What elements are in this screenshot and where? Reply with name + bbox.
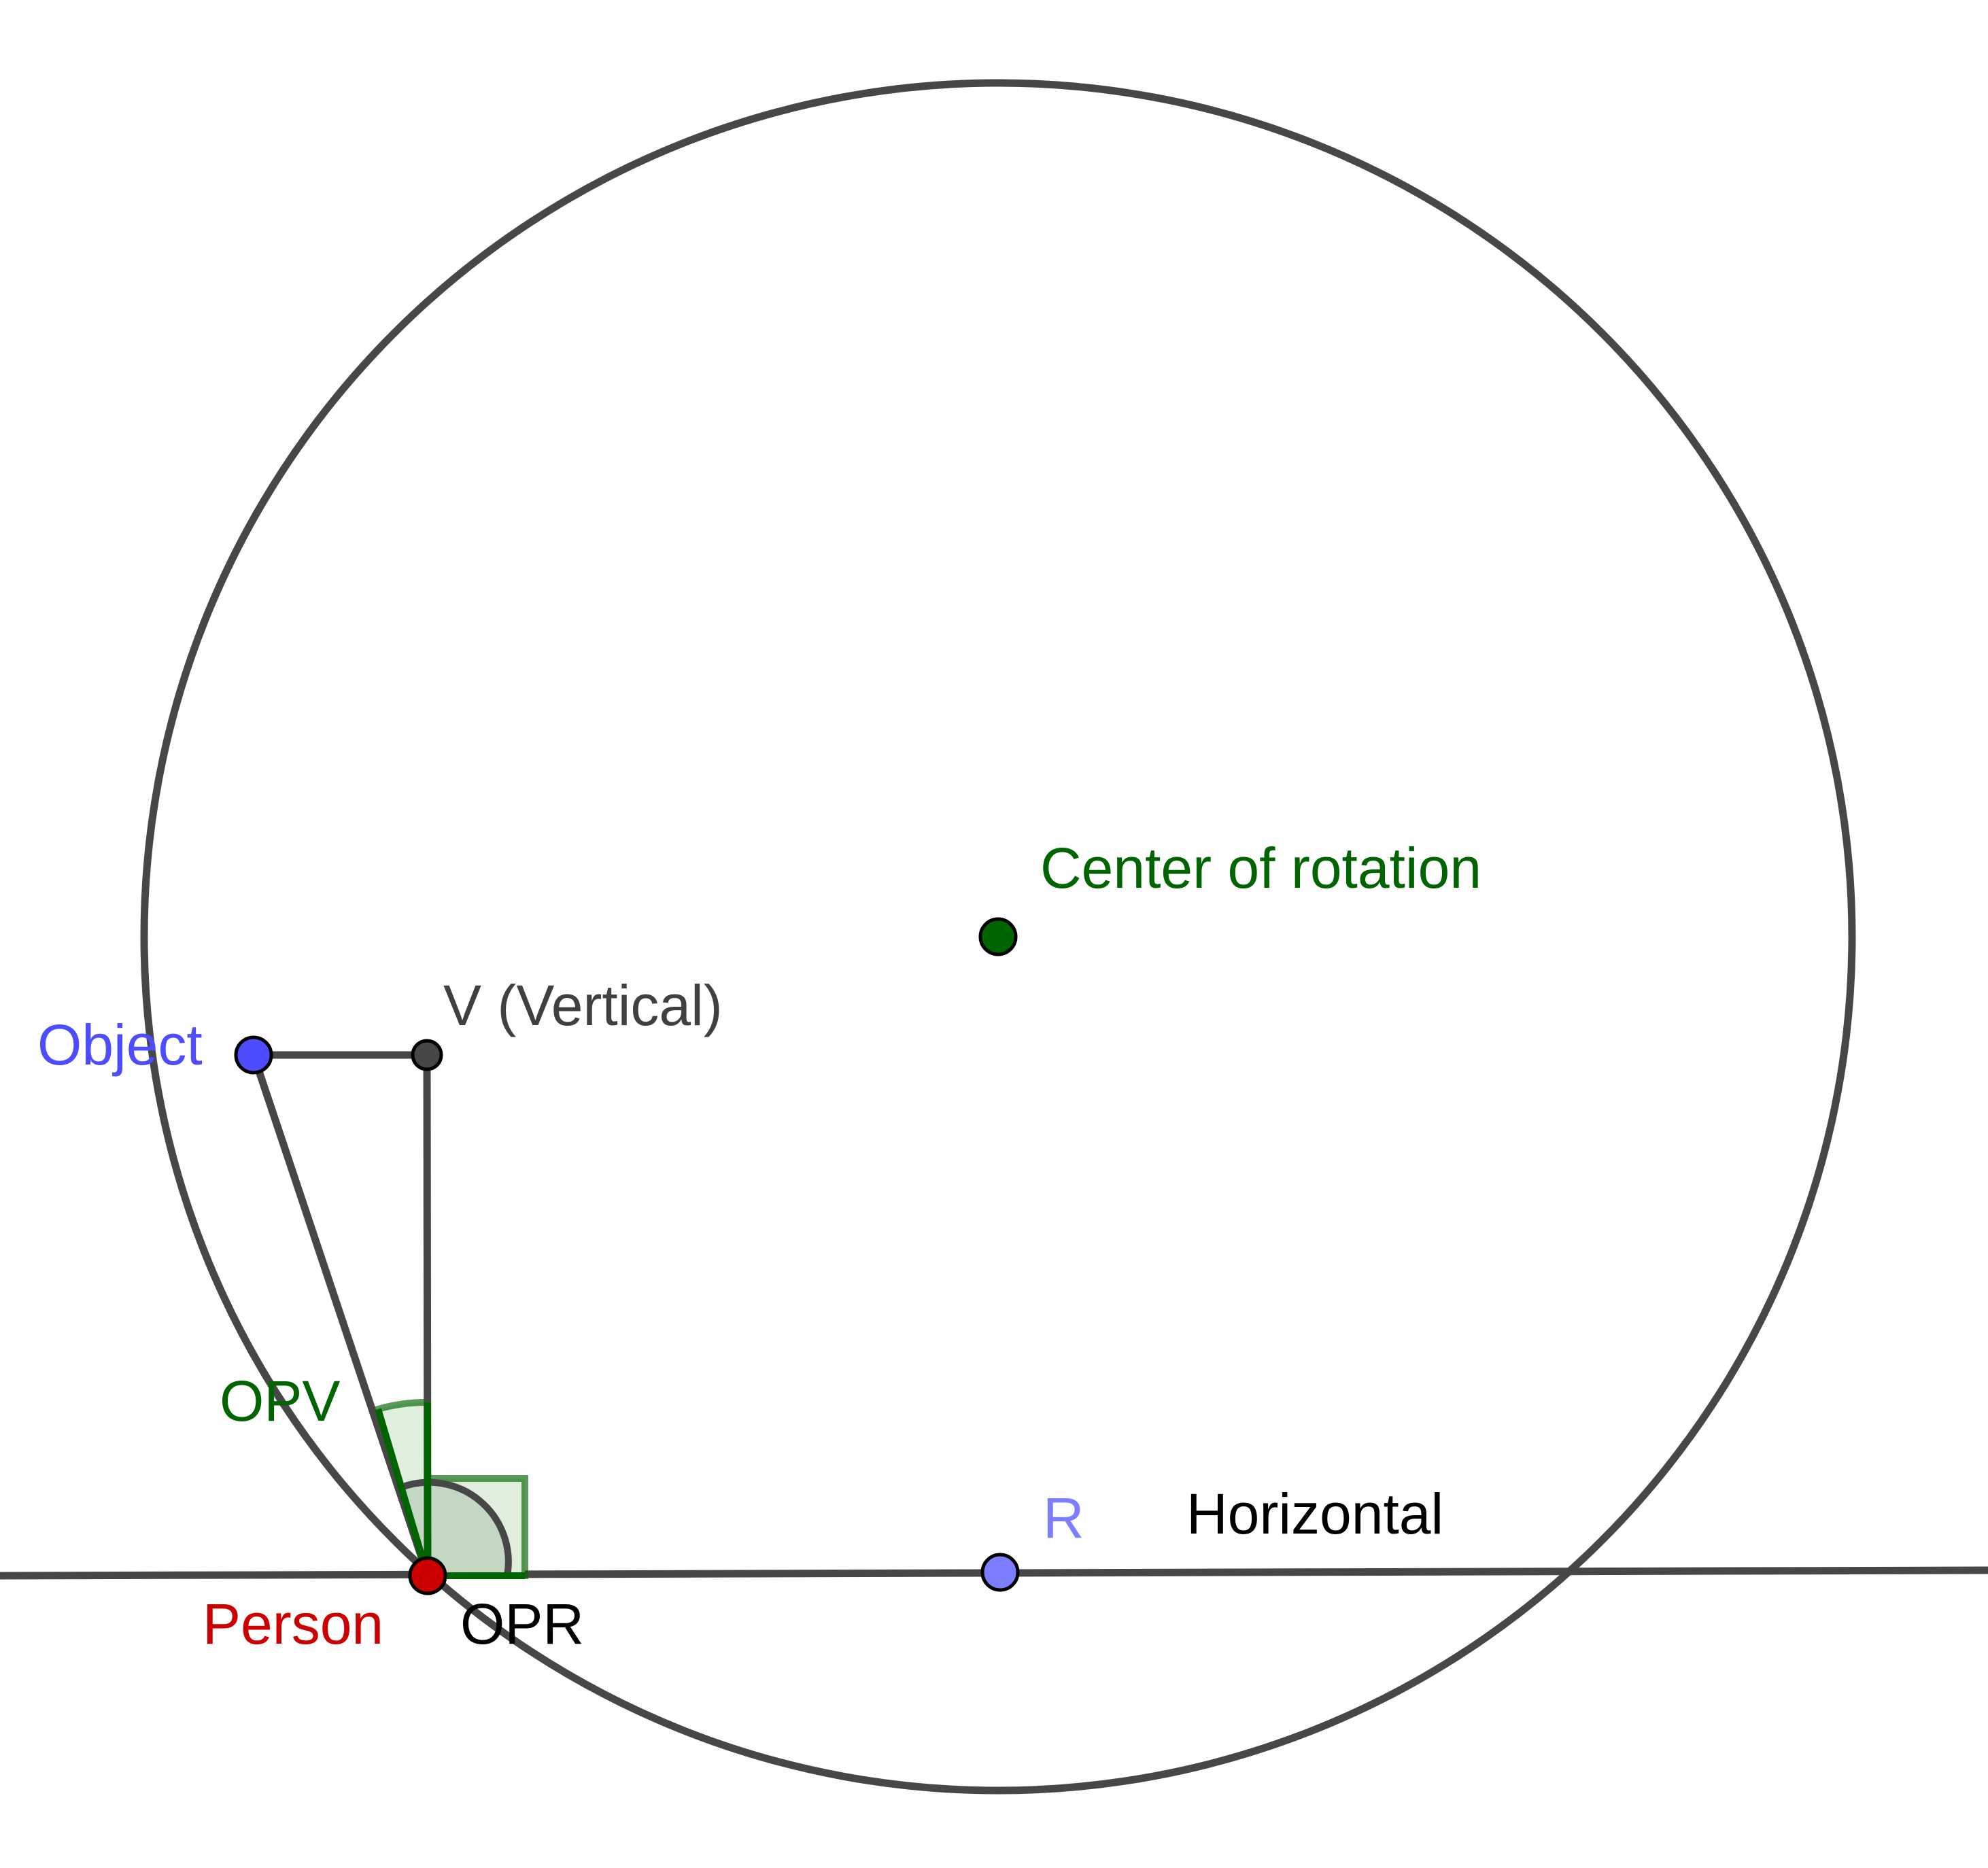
person-label: Person xyxy=(203,1592,383,1656)
center-of-rotation-label: Center of rotation xyxy=(1040,836,1481,900)
center-of-rotation-point[interactable] xyxy=(978,917,1018,956)
horizontal-label: Horizontal xyxy=(1186,1482,1443,1546)
object-point[interactable] xyxy=(234,1035,273,1075)
rotation-circle xyxy=(140,79,1856,1795)
person-point[interactable] xyxy=(408,1556,447,1595)
r-point-label: R xyxy=(1043,1486,1084,1550)
vertical-point-label: V (Vertical) xyxy=(443,973,723,1037)
object-label: Object xyxy=(37,1013,203,1077)
angle-arm-object-highlight xyxy=(375,1408,431,1577)
r-point[interactable] xyxy=(980,1553,1020,1592)
angle-opv-label: OPV xyxy=(220,1369,340,1433)
angle-opr-label: OPR xyxy=(460,1592,584,1656)
vertical-point[interactable] xyxy=(411,1039,443,1071)
